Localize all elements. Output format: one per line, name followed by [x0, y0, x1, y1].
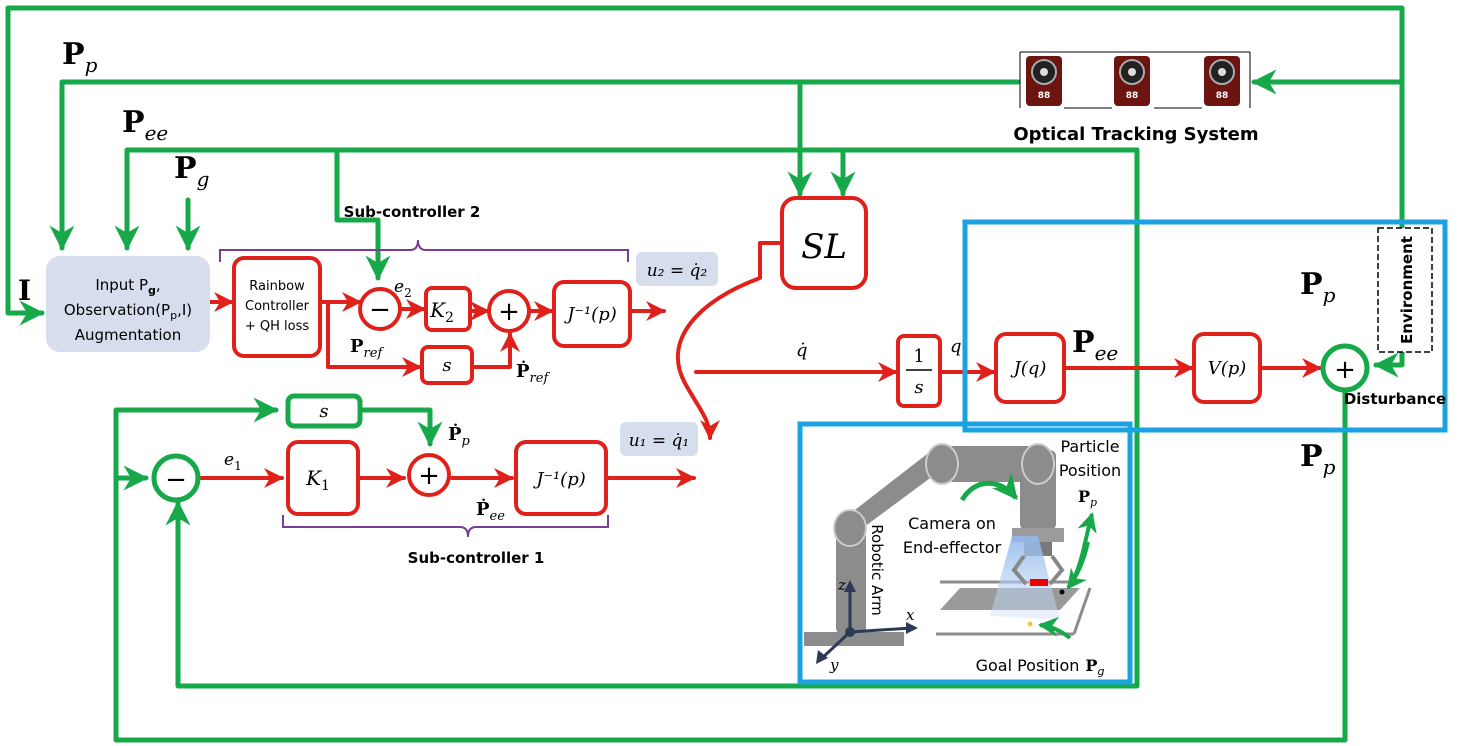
- Pee-dot-label: Ṗee: [476, 497, 505, 524]
- sum-junction-bottom: [407, 453, 451, 497]
- Pref-label: Pref: [350, 336, 384, 361]
- signal-lines: [198, 241, 1322, 488]
- K1-text: K1: [305, 466, 330, 494]
- Pref-dot-label: Ṗref: [516, 359, 550, 386]
- V-block: [1192, 332, 1262, 404]
- robotic-arm-label: Robotic Arm: [868, 524, 886, 615]
- u1-box: [620, 422, 698, 456]
- robot-illustration: [804, 443, 1097, 664]
- axis-y-label: y: [829, 656, 839, 674]
- jinv-top-text: J⁻¹(p): [563, 304, 617, 325]
- u1-label: u₁ = q̇₁: [629, 431, 690, 451]
- Jq-text: J(q): [1010, 358, 1047, 379]
- integrator-den: s: [914, 377, 923, 398]
- plus-sign: +: [418, 461, 440, 491]
- plus-sign: +: [1334, 355, 1356, 385]
- integrator-block: [896, 334, 942, 408]
- rainbow-text-3: + QH loss: [245, 319, 310, 334]
- axis-z-label: z: [837, 576, 846, 594]
- jacobian-block: [994, 332, 1066, 404]
- sum-junction-top: [487, 289, 531, 333]
- jinv-bottom-text: J⁻¹(p): [532, 469, 586, 490]
- sub-controller-2-label: Sub-controller 2: [344, 203, 481, 221]
- plant-box: [962, 219, 1448, 433]
- Pp-top-label: Pp: [62, 37, 98, 77]
- augment-text-2: Observation(Pp,I): [64, 301, 192, 322]
- Pee-mid-label: Pee: [1072, 325, 1118, 365]
- brace-sub2: [219, 239, 629, 262]
- u2-box: [636, 252, 718, 286]
- camera-display: 88: [1216, 91, 1229, 101]
- q-label: q: [950, 336, 962, 357]
- K2-block: [424, 286, 472, 332]
- e1-label: e1: [224, 450, 242, 473]
- sub-controller-1-label: Sub-controller 1: [408, 549, 545, 567]
- brace-sub1: [282, 515, 609, 538]
- disturbance-sum: [1320, 343, 1370, 393]
- inset-Pp-label: Pp: [1078, 487, 1097, 509]
- sum-junction-e2: [358, 287, 402, 331]
- inset-box: [797, 421, 1133, 685]
- e2-label: e2: [394, 277, 412, 300]
- camera-icon: 88: [1114, 56, 1150, 106]
- augmentation-block: [46, 256, 210, 352]
- particle-label-1: Particle: [1060, 437, 1119, 456]
- u2-label: u₂ = q̇₂: [647, 261, 708, 281]
- Vp-text: V(p): [1208, 358, 1247, 379]
- jacobian-inverse-bottom: [514, 440, 608, 516]
- Pp-dot-label: Ṗp: [448, 422, 471, 449]
- Pp-bottom-label: Pp: [1300, 439, 1336, 479]
- environment-label: Environment: [1398, 236, 1416, 344]
- qdot-label: q̇: [796, 340, 808, 361]
- axis-x-label: x: [906, 606, 915, 624]
- camera-label-2: End-effector: [903, 538, 1002, 557]
- camera-label-1: Camera on: [908, 514, 996, 533]
- K2-text: K2: [429, 298, 454, 326]
- camera-display: 88: [1038, 91, 1051, 101]
- plus-sign: +: [498, 297, 520, 327]
- optical-tracking-label: Optical Tracking System: [1013, 124, 1258, 145]
- integrator-num: 1: [913, 346, 924, 367]
- particle-label-2: Position: [1059, 461, 1121, 480]
- I-label: I: [18, 274, 31, 307]
- s-bottom-text: s: [319, 401, 328, 422]
- disturbance-label: Disturbance: [1344, 390, 1446, 408]
- derivative-block-top: [420, 345, 474, 385]
- K1-block: [286, 440, 360, 516]
- derivative-block-bottom: [285, 393, 363, 429]
- minus-sign: −: [369, 295, 391, 325]
- camera-display: 88: [1126, 91, 1139, 101]
- optical-tracking-cameras: 88 88 88: [1019, 51, 1251, 109]
- Pg-label: Pg: [174, 151, 209, 191]
- camera-icon: 88: [1204, 56, 1240, 106]
- augment-text-1: Input Pg,: [95, 276, 160, 297]
- s-top-text: s: [442, 355, 451, 376]
- SL-text: SL: [801, 227, 847, 267]
- minus-sign: −: [165, 465, 187, 495]
- augment-text-3: Augmentation: [75, 326, 181, 344]
- Pee-top-label: Pee: [122, 105, 168, 145]
- environment-block: [1377, 227, 1433, 353]
- Pp-right-label: Pp: [1300, 267, 1336, 307]
- jacobian-inverse-top: [552, 280, 632, 348]
- rainbow-text-2: Controller: [245, 299, 310, 314]
- rainbow-text-1: Rainbow: [249, 279, 305, 294]
- sum-junction-e1: [151, 453, 201, 503]
- SL-block: [780, 196, 868, 290]
- rainbow-controller-block: [232, 256, 322, 358]
- camera-icon: 88: [1026, 56, 1062, 106]
